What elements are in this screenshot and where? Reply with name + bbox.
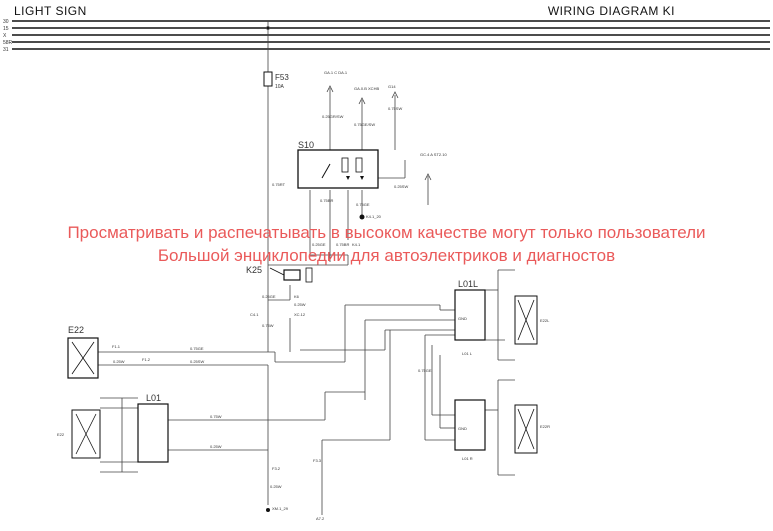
wire-label: 0.75W: [262, 323, 274, 328]
lamp-e22-mid: [71, 409, 101, 459]
connector-label: K6: [294, 294, 300, 299]
lamp-right-bottom: [514, 404, 538, 454]
wire-label: 0.25GE: [312, 242, 326, 247]
relay-k25: [269, 267, 313, 283]
watermark-line-2: Большой энциклопедии для автоэлектриков …: [157, 246, 616, 265]
wire-label: 0.25SW: [190, 359, 204, 364]
fuse-label: F53: [275, 73, 289, 82]
connector-arrows: [326, 85, 432, 181]
connector-label: GA.0.B XCHB: [354, 86, 379, 91]
wire-label: 0.75GE/SW: [354, 122, 375, 127]
bus-label: 58R: [3, 40, 13, 46]
fuse-rating: 10A: [275, 84, 285, 90]
lamp-label: E22L: [540, 318, 550, 323]
wiring: [98, 21, 515, 515]
lamp-label: E22: [57, 432, 65, 437]
diagram-title-right: WIRING DIAGRAM KI: [547, 4, 675, 18]
wire-label: 0.75BR: [336, 242, 349, 247]
wire-label: 0.25GE: [262, 294, 276, 299]
wire-label: 0.75W: [210, 414, 222, 419]
wire-label: 0.25W: [294, 302, 306, 307]
connector-label: C4.1: [250, 312, 259, 317]
connector-label: F3.2: [272, 466, 281, 471]
wire-label: 0.75RT: [272, 182, 286, 187]
bus-label: 15: [3, 26, 9, 32]
diagram-title-left: LIGHT SIGN: [14, 4, 87, 18]
connector-label: GA.1 C DA.1: [324, 70, 348, 75]
power-bus: [12, 20, 770, 50]
wire-label: 0.25W: [113, 359, 125, 364]
bus-label: 30: [3, 19, 9, 25]
connector-label: F1.2: [142, 357, 151, 362]
module-label: L01: [146, 393, 161, 403]
bus-label: X: [3, 33, 7, 39]
lamp-right-top: [514, 295, 538, 345]
switch-label: S10: [298, 140, 314, 150]
fuse-f53: [263, 71, 273, 87]
connector-label: XC.12: [294, 312, 306, 317]
wire-label: 0.75GE: [418, 368, 432, 373]
lamp-e22: [67, 337, 99, 379]
connector-label: F3.3: [313, 458, 322, 463]
relay-label: K25: [246, 265, 262, 275]
connector-label: A7.2: [316, 516, 325, 521]
connector-label: K4.1_20: [366, 214, 382, 219]
module-sub-label: L01 L: [462, 351, 473, 356]
wire-label: 0.25SW: [394, 184, 408, 189]
wire-label: 0.75GE: [190, 346, 204, 351]
module-l01: [137, 403, 169, 463]
ground-symbol: [266, 214, 365, 512]
bus-label: 31: [3, 47, 9, 53]
connector-label: F1.1: [112, 344, 121, 349]
lamp-label: E22: [68, 325, 84, 335]
wire-label: 0.75BR: [320, 198, 333, 203]
wire-label: 0.25GR/SW: [322, 114, 344, 119]
module-pin-label: GND: [458, 316, 467, 321]
watermark-line-1: Просматривать и распечатывать в высоком …: [67, 223, 706, 242]
switch-s10: [297, 149, 379, 189]
connector-label: G14: [388, 84, 396, 89]
wire-label: 0.75GE: [356, 202, 370, 207]
connector-label: XM.1_29: [272, 506, 289, 511]
module-sub-label: L01 R: [462, 456, 473, 461]
module-l01r: [454, 399, 486, 451]
module-pin-label: GND: [458, 426, 467, 431]
wire-label: 0.25W: [270, 484, 282, 489]
connector-label: K4.1: [352, 242, 361, 247]
wire-label: 0.75SW: [388, 106, 402, 111]
connector-label: GC.4 A ST2.10: [420, 152, 447, 157]
wire-label: 0.25W: [210, 444, 222, 449]
module-label: L01L: [458, 279, 478, 289]
lamp-label: E22R: [540, 424, 550, 429]
module-l01l: [454, 289, 486, 341]
